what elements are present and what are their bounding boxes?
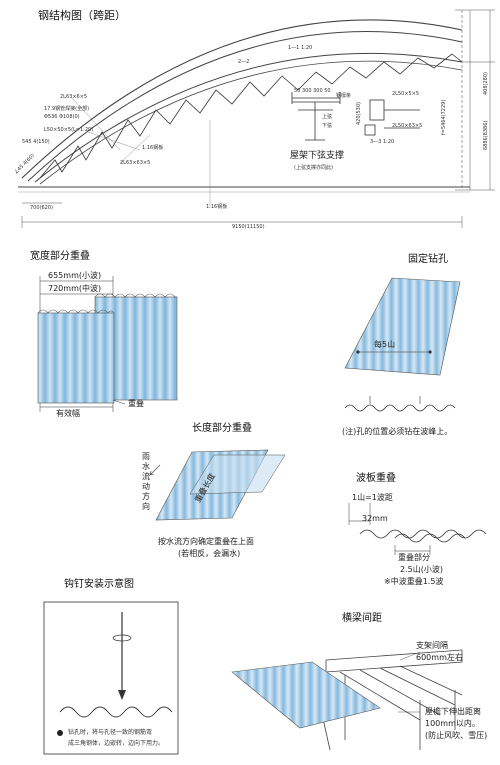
section-1-1: 1—1 1:20 [288, 45, 313, 51]
label-pipe: Φ536 Φ108(0) [44, 114, 80, 120]
label-weld: 17.9钢管焊接(全部) [44, 106, 90, 112]
truss-drawing [18, 9, 495, 228]
bullet-icon [57, 730, 63, 736]
eave-3: (防止风吹、雪压) [425, 731, 488, 740]
support-spacing-1: 支架间隔 [416, 641, 448, 650]
nail-caption-1: 钻孔时，将与孔径一致的钢筋弯 [68, 729, 153, 736]
one-peak-label: 1山=1波距 [352, 493, 393, 502]
width-overlap-title: 宽度部分重叠 [30, 251, 90, 262]
label-support-name: 钢檩条 [336, 93, 352, 99]
label-span: 9150(11150) [232, 224, 265, 230]
overlap-part-label: 重叠部分 [398, 553, 430, 562]
length-caption-1: 按水流方向确定重叠在上面 [158, 537, 254, 546]
eave-2: 100mm以内。 [425, 719, 480, 728]
per-5-label: 每5山 [374, 340, 396, 349]
nail-title: 钩钉安装示意图 [64, 579, 134, 590]
overlap-label: 重叠 [128, 399, 144, 408]
support-note: (上弦支撑亦同此) [294, 165, 333, 171]
label-steel-plate: 1:16钢板 [142, 145, 164, 151]
label-node-d: 上弦 [322, 114, 333, 120]
small-wave-label: 655mm(小波) [48, 271, 102, 280]
medium-wave-label: 720mm(中波) [48, 284, 102, 293]
rain-flow-label: 雨 水 流 动 方 向 [142, 452, 150, 511]
effective-width-label: 有效幅 [56, 409, 80, 418]
truss-title: 钢结构图（跨距） [38, 9, 126, 22]
label-angle-left: 545 4(150) [22, 139, 50, 145]
pitch-label: 32mm [362, 514, 388, 523]
support-bracket [291, 92, 341, 141]
nail-caption-2: 成三角钢体，边嵌转，边向下用力。 [68, 740, 165, 747]
label-node-e: 下弦 [322, 123, 333, 129]
label-brace: L50×50×5(L=1:20) [44, 127, 94, 133]
label-node-a: 2L50×5×5 [392, 91, 420, 97]
support-spacing-2: 600mm左右 [416, 653, 463, 662]
purlin-title: 横梁间距 [342, 613, 382, 624]
label-support-dims: 50 300 300 50 [294, 88, 331, 94]
node-detail [364, 99, 420, 136]
label-top-chord: 2L63×6×5 [60, 94, 88, 100]
label-dim-left: 700(620) [30, 205, 53, 211]
label-steel-plate-2: 1:16钢板 [206, 204, 228, 210]
label-node-b: 2L50×63×5 [392, 123, 423, 129]
section-2-2: 2—2 [238, 59, 250, 65]
small-wave-overlap: 2.5山(小波) [400, 565, 443, 574]
length-overlap-title: 长度部分重叠 [192, 423, 252, 434]
label-bottom-chord: 2L63×63×5 [120, 160, 151, 166]
wave-overlap-title: 波板重叠 [356, 473, 396, 484]
medium-wave-overlap: ※中波重叠1.5波 [384, 577, 444, 586]
fix-holes-title: 固定钻孔 [408, 254, 448, 265]
support-title: 屋架下弦支撑 [290, 151, 345, 161]
fix-holes-note: (注)孔的位置必须钻在波峰上。 [342, 427, 453, 436]
eave-1: 屋檐下伸出距离 [425, 707, 481, 716]
section-3-3: 3—3 1:20 [370, 139, 395, 145]
length-caption-2: (若相反，会漏水) [178, 549, 241, 558]
